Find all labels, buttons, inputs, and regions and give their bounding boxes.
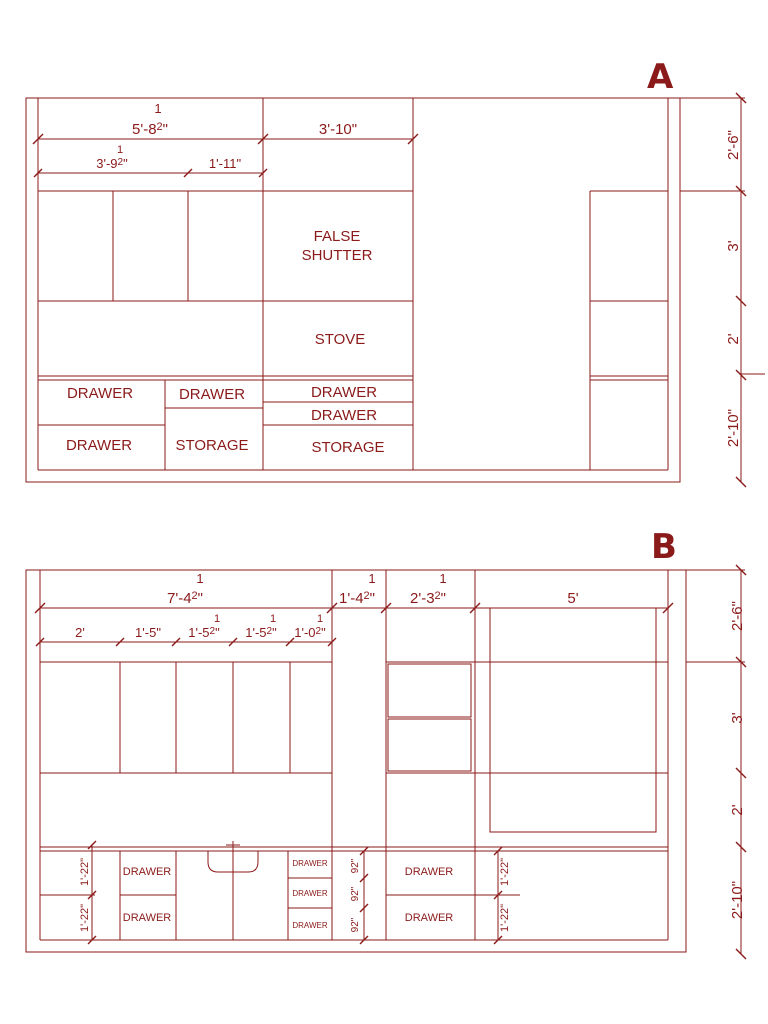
- dim-right-a: 3'-10": [319, 121, 357, 138]
- drawer-label: DRAWER: [405, 912, 454, 924]
- dim-sub-a: 3'-92": [96, 156, 128, 171]
- small-dim: 1'-22": [79, 904, 91, 932]
- elevation-b-title: B: [651, 527, 677, 567]
- dim-frac: 1: [317, 613, 323, 625]
- small-dim: 1'-22": [499, 904, 511, 932]
- wall-outline-a: [25, 97, 681, 483]
- drawer-label: DRAWER: [292, 889, 327, 898]
- drawer-label: DRAWER: [66, 437, 132, 454]
- drawer-label: DRAWER: [67, 385, 133, 402]
- elevation-b: B: [25, 527, 747, 960]
- elevation-a-title: A: [647, 57, 674, 97]
- dim-b-4: 5': [567, 590, 578, 607]
- dim-b-s1: 2': [75, 625, 85, 640]
- dim-b-s3: 1'-52": [188, 625, 220, 640]
- small-dim: 92": [350, 917, 361, 932]
- dim-b-s5: 1'-02": [294, 625, 326, 640]
- dim-frac: 1: [196, 571, 203, 586]
- side-dim-a-3: 2': [725, 333, 742, 344]
- side-dim-a-2: 3': [725, 240, 742, 251]
- side-dim-b-4: 2'-10": [729, 881, 746, 919]
- drawer-label: DRAWER: [123, 912, 172, 924]
- drawer-label: DRAWER: [311, 407, 377, 424]
- side-dim-b-3: 2': [729, 804, 746, 815]
- dim-frac: 1: [270, 613, 276, 625]
- storage-label: STORAGE: [311, 439, 384, 456]
- small-dim: 92": [350, 886, 361, 901]
- false-shutter-label-2: SHUTTER: [302, 247, 373, 264]
- side-dim-b-1: 2'-6": [729, 601, 746, 631]
- dim-overall-b: 7'-42": [167, 590, 203, 607]
- dim-frac: 1: [368, 571, 375, 586]
- dim-frac: 1: [439, 571, 446, 586]
- drawer-label: DRAWER: [405, 866, 454, 878]
- dim-sub-b: 1'-11": [209, 156, 242, 171]
- small-dim: 92": [350, 858, 361, 873]
- small-dim: 1'-22": [499, 858, 511, 886]
- stove-label: STOVE: [315, 331, 366, 348]
- side-dim-b-2: 3': [729, 712, 746, 723]
- drawer-label: DRAWER: [292, 859, 327, 868]
- small-dim: 1'-22": [79, 858, 91, 886]
- dim-b-3: 2'-32": [410, 590, 446, 607]
- side-dim-a-4: 2'-10": [725, 409, 742, 447]
- dim-frac: 1: [117, 144, 123, 156]
- wall-outline-b: [25, 569, 687, 953]
- side-dim-a-1: 2'-6": [725, 130, 742, 160]
- dim-b-s2: 1'-5": [135, 625, 161, 640]
- dim-overall-left-a: 5'-82": [132, 121, 168, 138]
- drawer-label: DRAWER: [311, 384, 377, 401]
- dim-b-s4: 1'-52": [245, 625, 277, 640]
- storage-label: STORAGE: [175, 437, 248, 454]
- dim-b-2: 1'-42": [339, 590, 375, 607]
- dim-frac: 1: [214, 613, 220, 625]
- drawer-label: DRAWER: [179, 386, 245, 403]
- false-shutter-label-1: FALSE: [314, 228, 361, 245]
- drawer-label: DRAWER: [123, 866, 172, 878]
- elevation-a: A FALSE SHUTTER STOVE DRAWER DRAWE: [25, 57, 765, 488]
- dim-frac: 1: [154, 101, 161, 116]
- drawer-label: DRAWER: [292, 921, 327, 930]
